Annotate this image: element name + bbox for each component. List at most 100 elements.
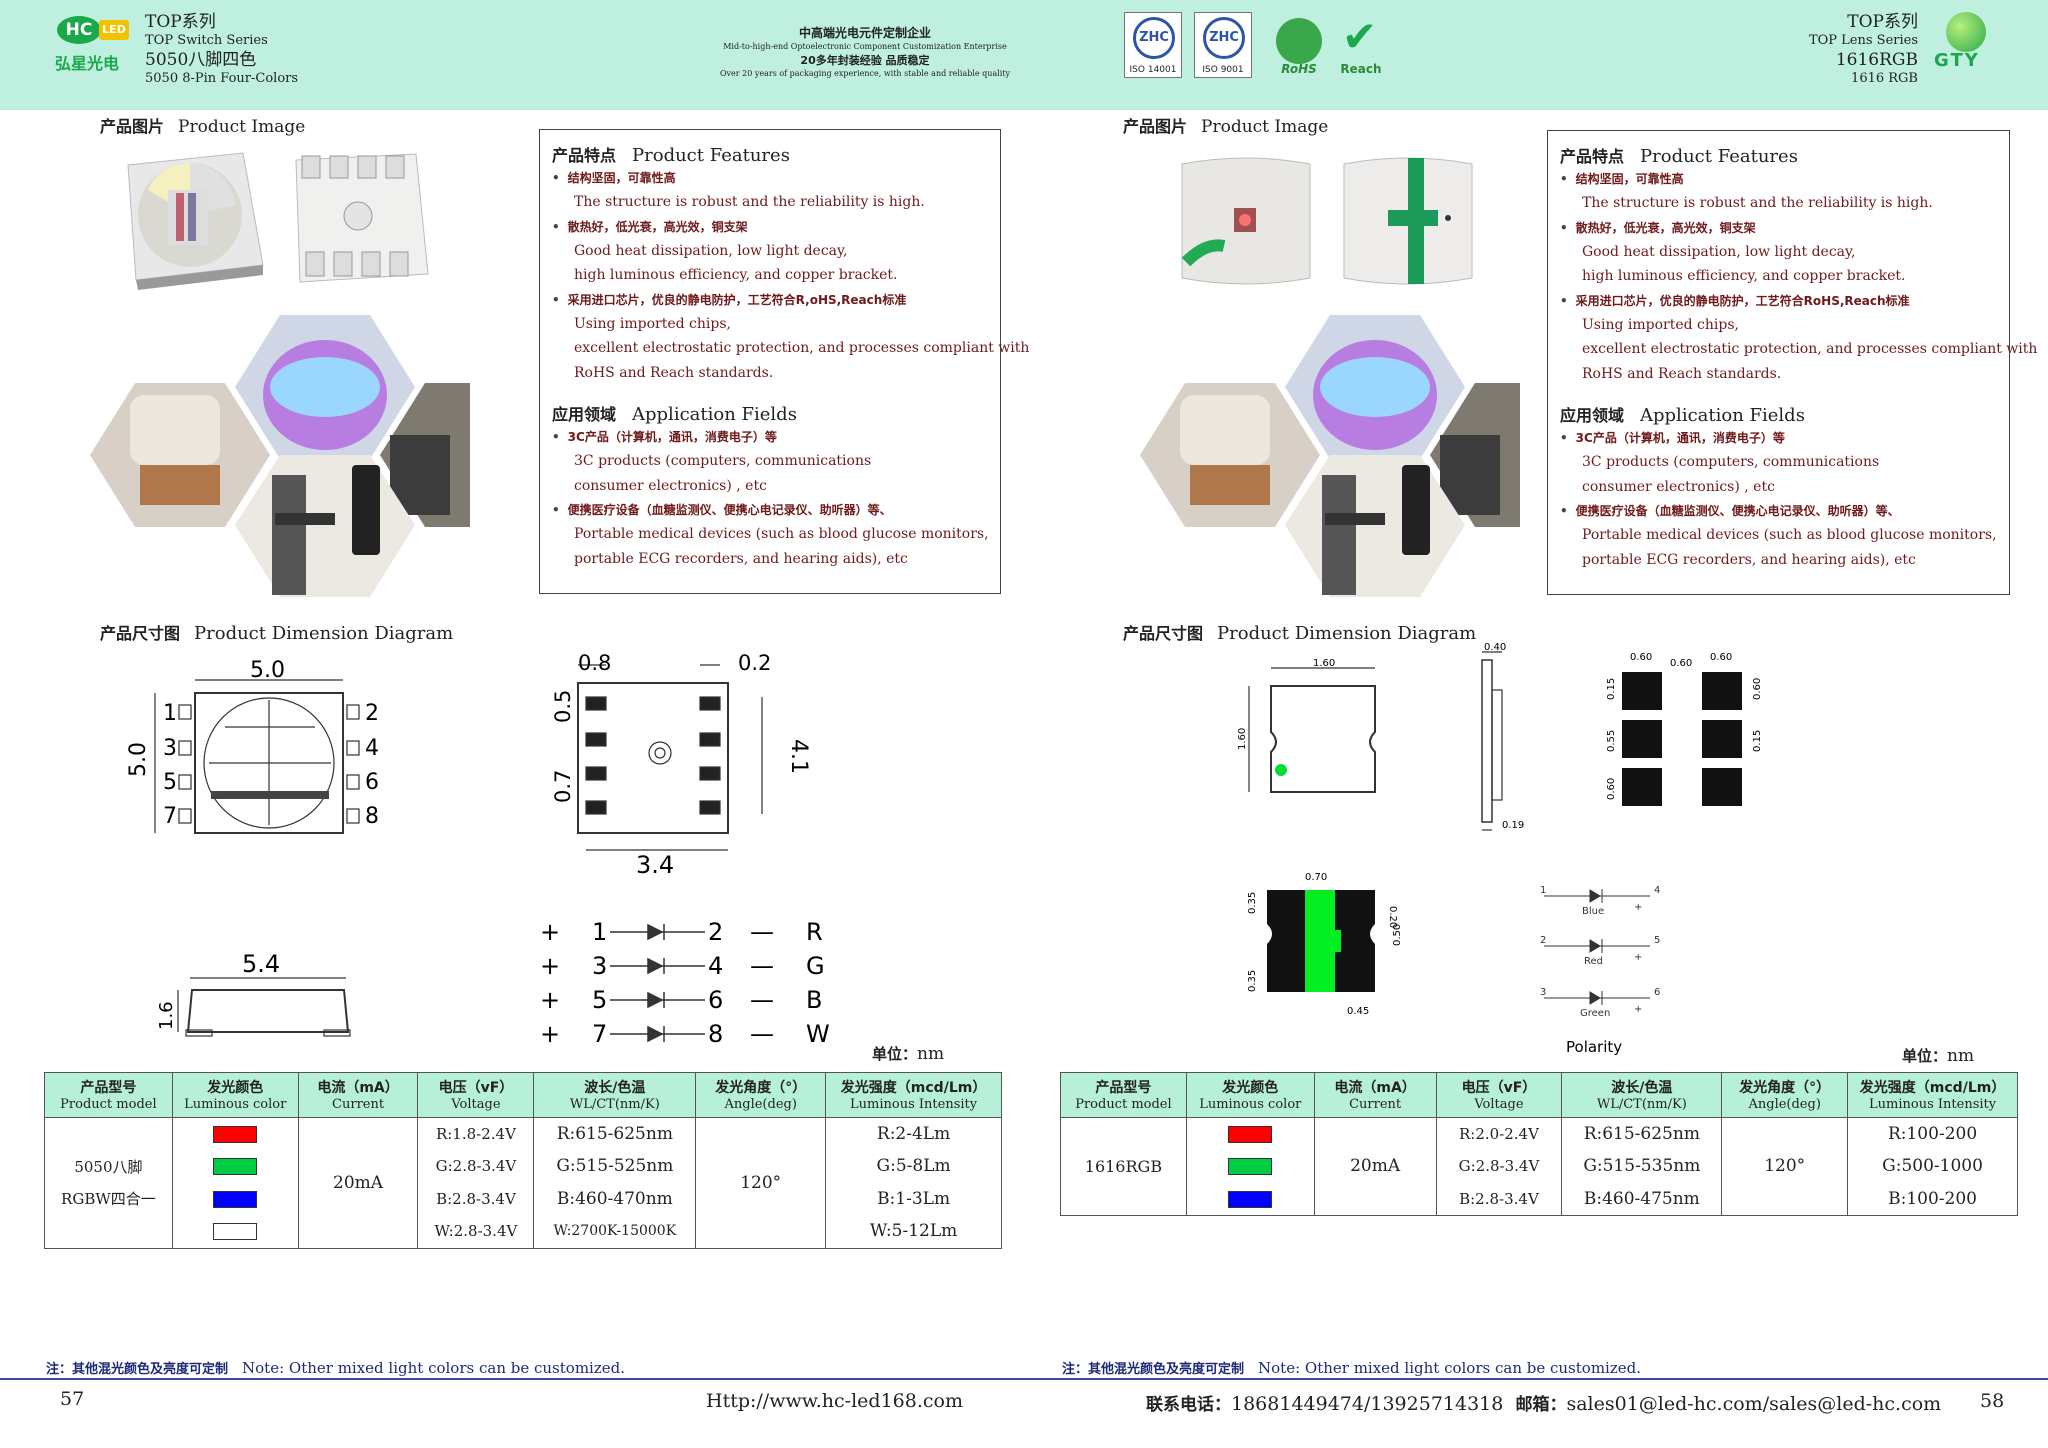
title-en: Product Dimension Diagram <box>1217 623 1477 644</box>
1616-bottom-view-drawing: 0.70 0.20 0.35 0.50 0.35 0.45 <box>1247 872 1403 1017</box>
cert-label: ISO 9001 <box>1202 65 1244 75</box>
title-cn: 产品图片 <box>1123 117 1188 136</box>
globe-icon <box>1946 12 1986 52</box>
features-heading-en: Product Features <box>632 145 790 166</box>
applications-heading-cn: 应用领域 <box>552 405 617 424</box>
note-en: Note: Other mixed light colors can be cu… <box>1258 1359 1641 1377</box>
5050-top-view-drawing: 5.0 5.0 1 3 5 7 2 4 6 8 <box>126 658 379 834</box>
model-cn: 5050八脚四色 <box>145 49 257 70</box>
header-center-slogan: 中高端光电元件定制企业 Mid-to-high-end Optoelectron… <box>700 24 1030 79</box>
right-unit-label: 单位：nm <box>1902 1045 1974 1066</box>
feature-en: high luminous efficiency, and copper bra… <box>574 267 898 283</box>
circuit-plus: + <box>540 1020 560 1048</box>
dim-label: 0.55 <box>1606 730 1617 752</box>
dim-label: 0.40 <box>1484 642 1506 653</box>
model-en: 5050 8-Pin Four-Colors <box>145 70 299 86</box>
feature-en: RoHS and Reach standards. <box>1582 365 1782 382</box>
rohs-logo: RoHS <box>1270 14 1328 76</box>
polarity-pin: 1 <box>1540 885 1546 896</box>
unit-en: nm <box>1947 1046 1975 1066</box>
circuit-minus: — <box>750 986 774 1014</box>
circuit-pin: 8 <box>708 1020 723 1048</box>
cert-label: ISO 14001 <box>1129 65 1177 75</box>
polarity-color: Blue <box>1582 906 1604 917</box>
title-cn: 产品尺寸图 <box>1123 624 1204 643</box>
feature-en: excellent electrostatic protection, and … <box>1582 341 2038 357</box>
dim-label: 0.70 <box>1305 872 1327 883</box>
led-1616-front-photo <box>1181 157 1311 285</box>
cell-colors <box>1185 1116 1315 1217</box>
application-en: Portable medical devices (such as blood … <box>1582 527 1997 543</box>
feature-en: Good heat dissipation, low light decay, <box>1582 243 1856 260</box>
5050-side-view-drawing: 5.4 1.6 <box>156 950 351 1037</box>
circuit-color: G <box>806 952 825 980</box>
note-cn: 注：其他混光颜色及亮度可定制 <box>46 1362 229 1377</box>
feature-en: Good heat dissipation, low light decay, <box>574 242 848 259</box>
application-en: 3C products (computers, communications <box>1582 454 1880 470</box>
polarity-pin: 2 <box>1540 935 1546 946</box>
dim-label: 0.35 <box>1247 892 1258 914</box>
cell-model: 1616RGB <box>1060 1116 1187 1217</box>
1616-polarity-diagram: 1 4 Blue 2 5 Red 3 6 Green + + + Polarit… <box>1540 885 1660 1056</box>
led-5050-back-photo <box>295 153 429 283</box>
pin-label: 7 <box>163 804 177 829</box>
series-en: TOP Switch Series <box>145 33 268 49</box>
header-current: 电流（mA）Current <box>1313 1072 1437 1118</box>
feature-en: high luminous efficiency, and copper bra… <box>1582 268 1906 284</box>
feature-en: RoHS and Reach standards. <box>574 364 774 381</box>
rohs-label: RoHS <box>1281 62 1317 76</box>
email-address[interactable]: sales01@led-hc.com/sales@led-hc.com <box>1566 1393 1942 1415</box>
cell-current: 20mA <box>1313 1116 1437 1217</box>
dim-label: 0.50 <box>1392 924 1403 946</box>
dim-label: 0.35 <box>1247 970 1258 992</box>
polarity-plus: + <box>1634 1004 1642 1015</box>
circuit-pin: 6 <box>708 986 723 1014</box>
circuit-pin: 2 <box>708 918 723 946</box>
polarity-plus: + <box>1634 902 1642 913</box>
circuit-pin: 7 <box>592 1020 607 1048</box>
dim-label: 1.6 <box>156 1001 177 1030</box>
header-intensity: 发光强度（mcd/Lm）Luminous Intensity <box>825 1072 1002 1118</box>
dim-label: 0.15 <box>1606 678 1617 700</box>
application-en: consumer electronics) , etc <box>574 477 767 494</box>
model-sub: 1616 RGB <box>1851 70 1918 86</box>
series-cn: TOP系列 <box>1847 12 1918 32</box>
feature-en: Using imported chips, <box>574 315 731 332</box>
pin-label: 6 <box>365 770 379 795</box>
dim-label: 1.60 <box>1237 728 1248 750</box>
feature-cn: 结构坚固，可靠性高 <box>1560 167 1997 191</box>
cell-angle: 120° <box>695 1116 827 1249</box>
led-1616-back-photo <box>1343 157 1473 285</box>
application-cn: 便携医疗设备（血糖监测仪、便携心电记录仪、助听器）等、 <box>1560 499 1997 523</box>
slogan-line-3: 20多年封装经验 品质稳定 <box>800 54 930 68</box>
1616-side-view-drawing: 0.40 0.19 <box>1481 642 1524 831</box>
right-series-title: TOP系列 TOP Lens Series 1616RGB 1616 RGB <box>1809 12 1918 87</box>
color-swatch-red <box>213 1125 258 1143</box>
header-voltage: 电压（vF）Voltage <box>1435 1072 1563 1118</box>
application-hexagon-collage <box>90 315 470 597</box>
circuit-plus: + <box>540 952 560 980</box>
pin-label: 4 <box>365 736 379 761</box>
website-link[interactable]: Http://www.hc-led168.com <box>706 1390 963 1412</box>
cell-current: 20mA <box>297 1116 419 1249</box>
hc-logo: HC LED 弘星光电 <box>55 12 135 73</box>
circuit-pin: 1 <box>592 918 607 946</box>
feature-cn: 结构坚固，可靠性高 <box>552 166 988 190</box>
reach-label: Reach <box>1340 62 1382 76</box>
series-en: TOP Lens Series <box>1808 33 1918 49</box>
cell-colors <box>171 1116 299 1249</box>
gty-label: GTY <box>1934 50 1980 71</box>
header-intensity: 发光强度（mcd/Lm）Luminous Intensity <box>1847 1072 2018 1118</box>
